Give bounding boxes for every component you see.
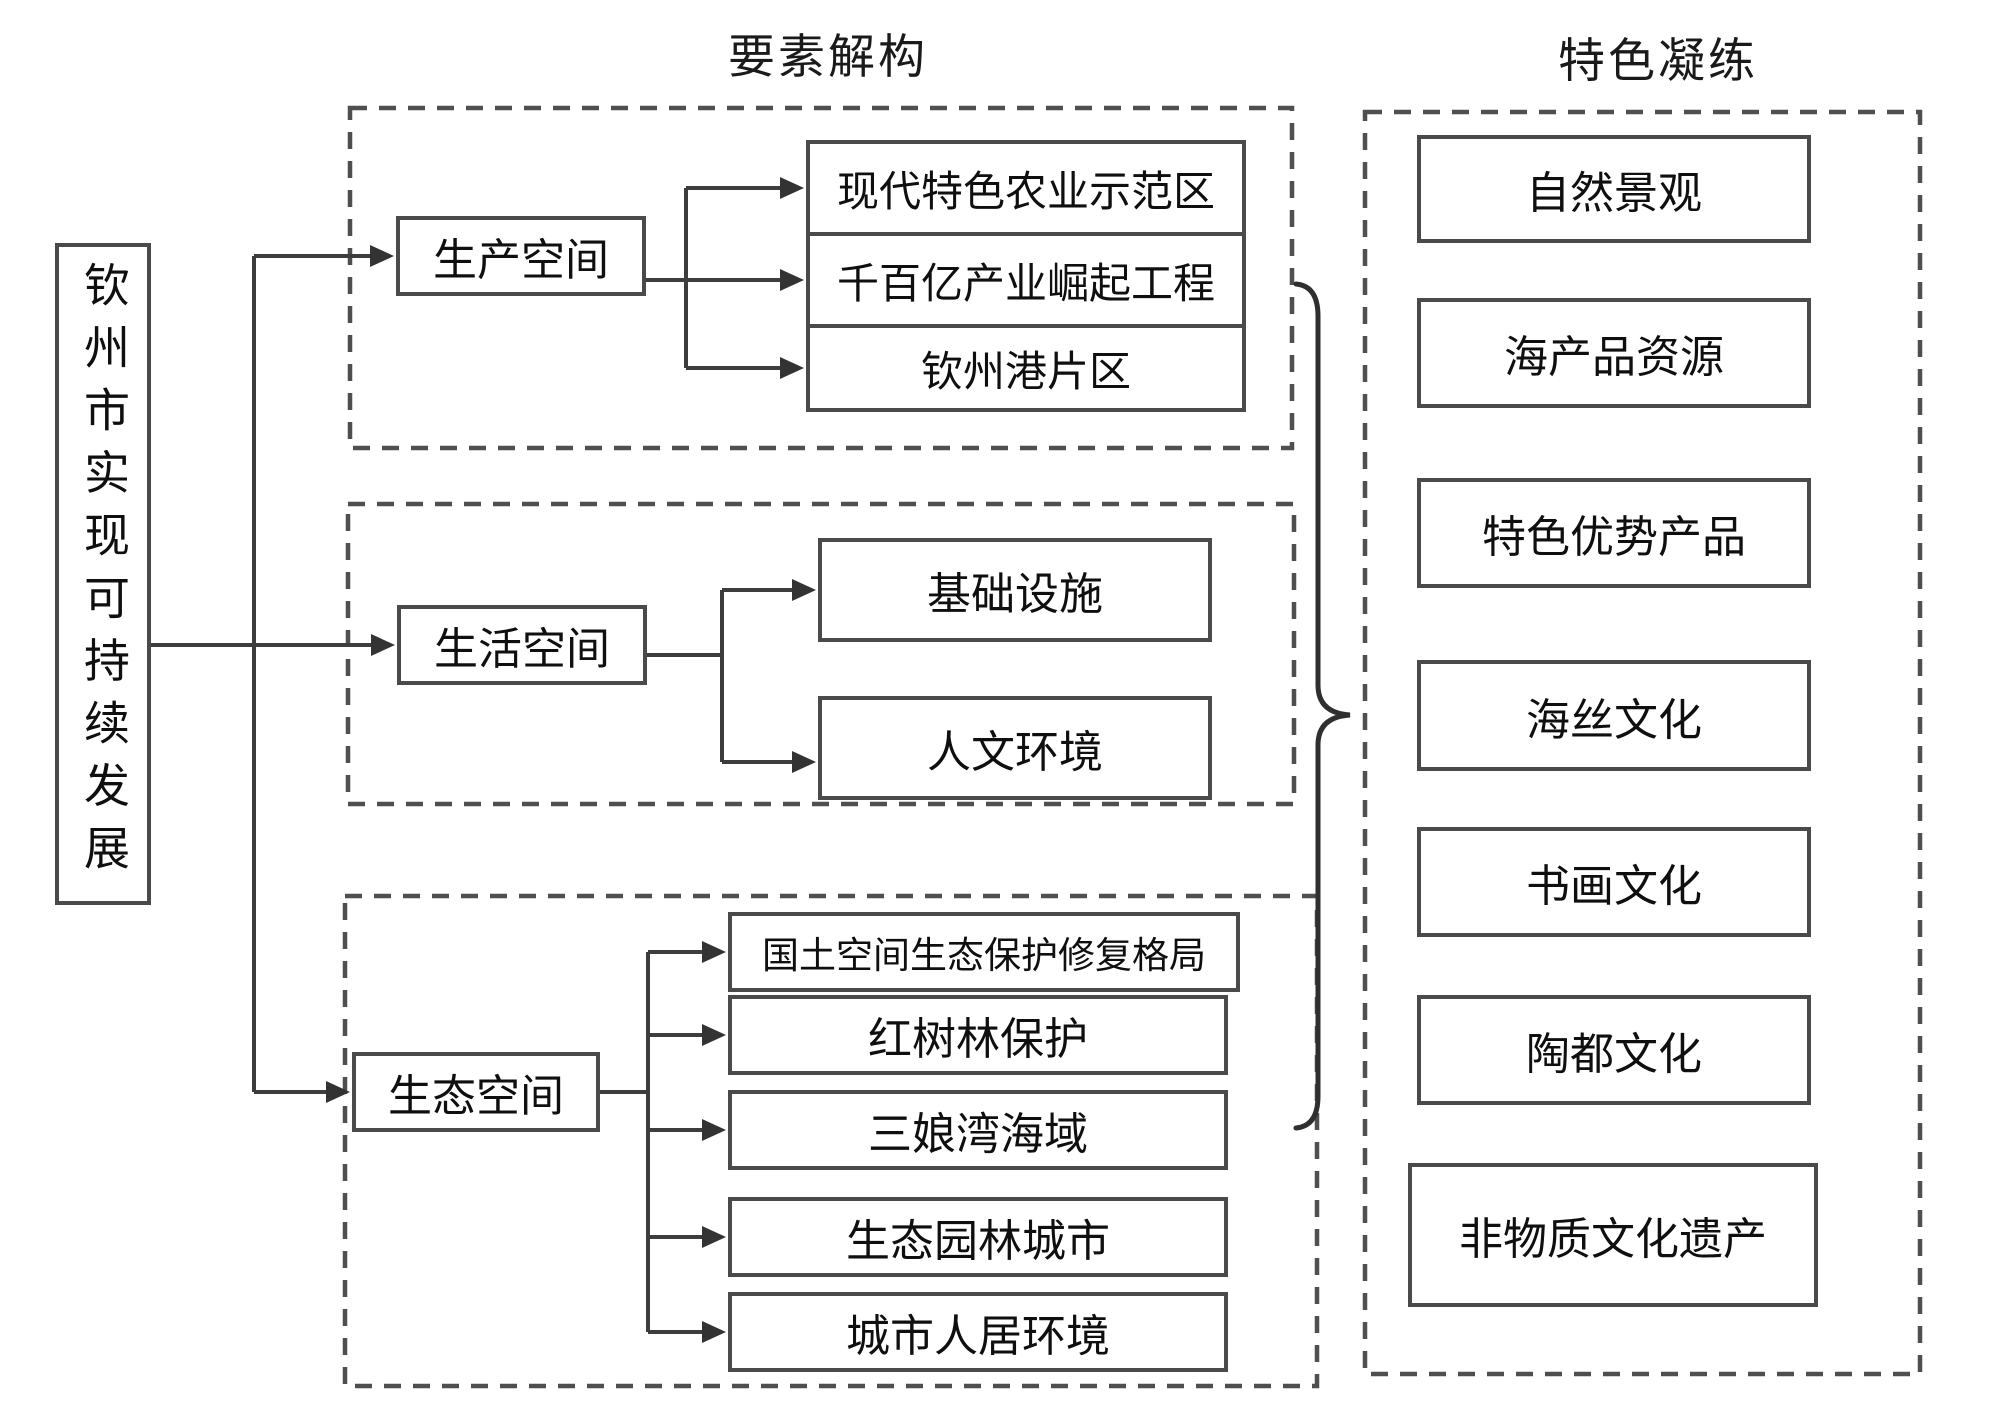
feature-item-box: 书画文化 [1417,827,1811,937]
production-item-box: 钦州港片区 [806,324,1246,412]
production-item-box: 现代特色农业示范区 [806,140,1246,236]
arrowhead [370,245,394,267]
trunk-lines [151,254,377,1094]
living-item-box: 基础设施 [818,538,1212,642]
curly-brace-icon [1293,281,1351,1131]
production-item-box: 千百亿产业崛起工程 [806,232,1246,328]
arrowhead [702,1024,726,1046]
living-space-box: 生活空间 [397,605,647,685]
arrowhead [780,357,804,379]
feature-item-box: 自然景观 [1417,135,1811,243]
arrowhead [792,751,816,773]
features-section-frame [1362,109,1923,1377]
arrowhead [371,634,395,656]
production-section-frame [347,105,1295,451]
ecological-item-box: 红树林保护 [728,995,1228,1075]
ecological-space-box: 生态空间 [352,1052,600,1132]
ecological-item-box: 国土空间生态保护修复格局 [728,912,1240,992]
arrowheads [326,177,816,1343]
root-goal-box: 钦州市实现可持续发展 [55,243,151,905]
ecological-item-box: 生态园林城市 [728,1197,1228,1277]
arrowhead [780,177,804,199]
feature-item-box: 海产品资源 [1417,298,1811,408]
arrowhead [702,1226,726,1248]
arrowhead [702,1119,726,1141]
production-space-box: 生产空间 [396,216,646,296]
ecological-branch-lines [600,950,710,1334]
arrowhead [702,941,726,963]
feature-item-box: 海丝文化 [1417,660,1811,771]
ecological-item-box: 三娘湾海域 [728,1090,1228,1170]
living-section-frame [345,501,1297,807]
ecological-section-frame [342,893,1320,1389]
column-header-refinement: 特色凝练 [1558,36,1758,88]
living-branch-lines [647,588,798,764]
ecological-item-box: 城市人居环境 [728,1292,1228,1372]
feature-item-box: 非物质文化遗产 [1408,1163,1818,1307]
column-header-deconstruction: 要素解构 [728,32,928,84]
production-branch-lines [646,186,786,370]
arrowhead [702,1321,726,1343]
feature-item-box: 陶都文化 [1417,995,1811,1105]
feature-item-box: 特色优势产品 [1417,478,1811,588]
root-goal-label: 钦州市实现可持续发展 [78,261,129,887]
arrowhead [792,579,816,601]
arrowhead [326,1081,350,1103]
arrowhead [780,269,804,291]
living-item-box: 人文环境 [818,696,1212,800]
